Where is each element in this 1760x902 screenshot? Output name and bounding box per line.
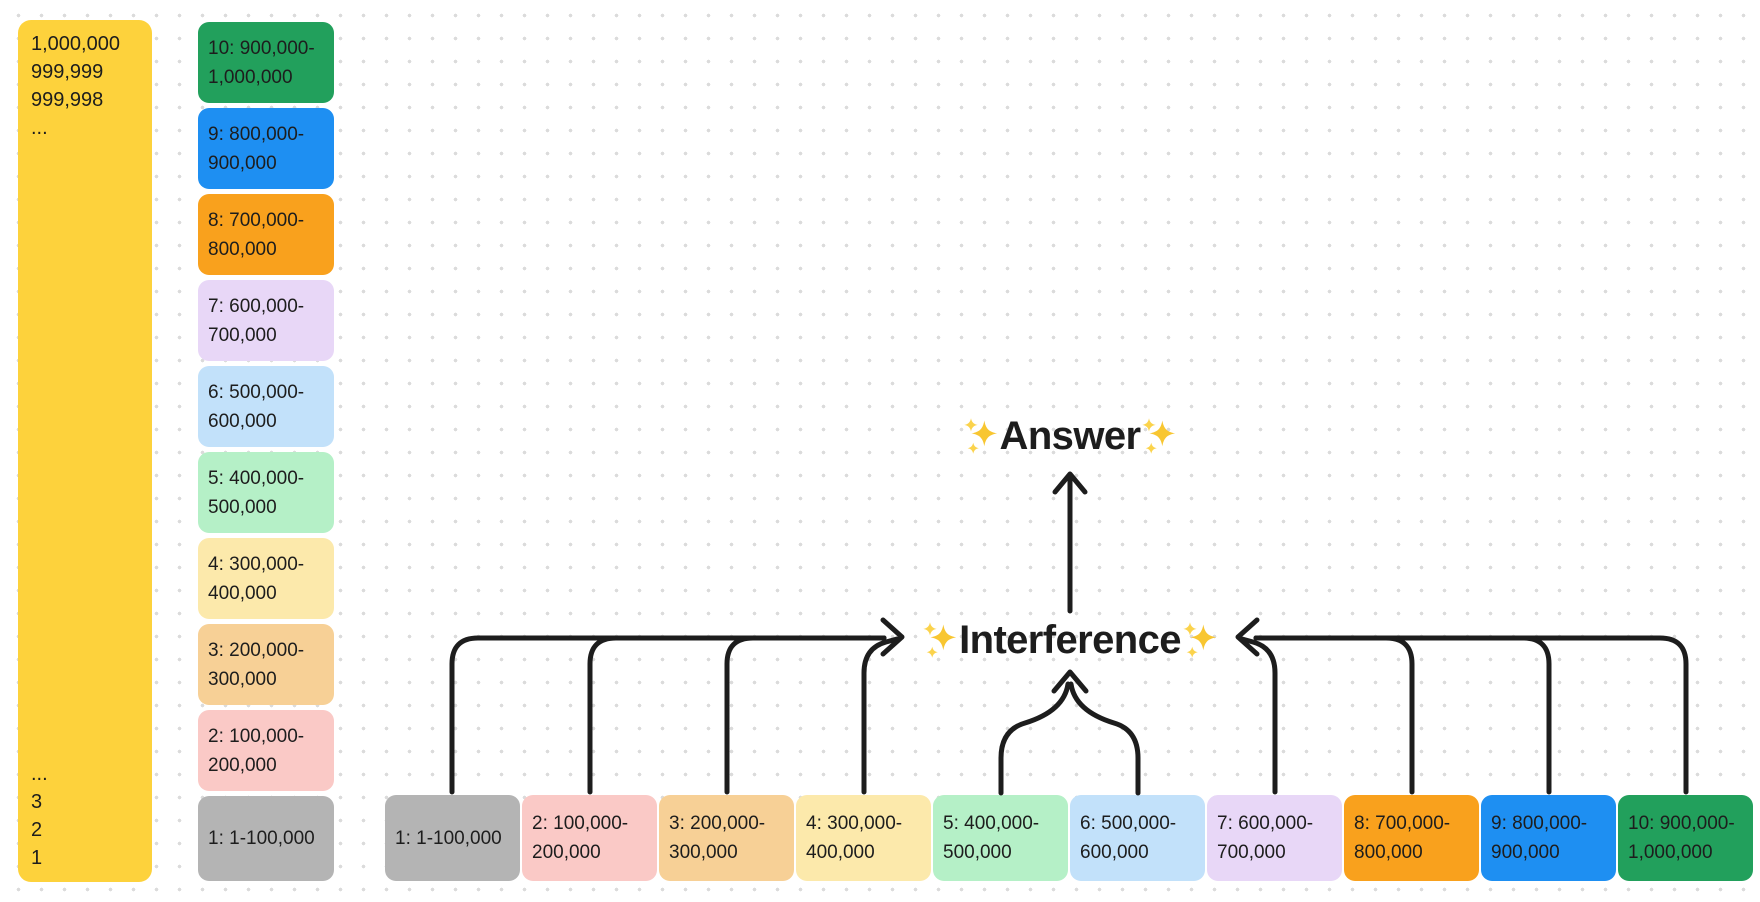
row-bucket-2[interactable]: 2: 100,000-200,000 [522, 795, 657, 881]
row-bucket-9[interactable]: 9: 800,000-900,000 [1481, 795, 1616, 881]
bucket-label: 2: 100,000-200,000 [208, 725, 305, 776]
bucket-label: 3: 200,000-300,000 [208, 639, 305, 690]
interference-text: Interference [959, 617, 1181, 662]
bucket-label: 1: 1-100,000 [208, 828, 315, 849]
stack-bucket-10[interactable]: 10: 900,000-1,000,000 [198, 22, 334, 103]
interference-label[interactable]: Interference [880, 609, 1260, 671]
number-line-bottom-values: ... 3 2 1 [31, 760, 139, 872]
arrowhead-up-icon [1051, 669, 1089, 694]
bucket-label: 9: 800,000-900,000 [1491, 813, 1588, 863]
row-bucket-8[interactable]: 8: 700,000-800,000 [1344, 795, 1479, 881]
bucket-label: 6: 500,000-600,000 [208, 381, 305, 432]
row-bucket-5[interactable]: 5: 400,000-500,000 [933, 795, 1068, 881]
stack-bucket-5[interactable]: 5: 400,000-500,000 [198, 452, 334, 533]
bucket-label: 4: 300,000-400,000 [208, 553, 305, 604]
number-line-top-values: 1,000,000 999,999 999,998 ... [31, 30, 139, 142]
bucket-label: 3: 200,000-300,000 [669, 813, 766, 863]
bucket-label: 8: 700,000-800,000 [1354, 813, 1451, 863]
bucket-label: 5: 400,000-500,000 [943, 813, 1040, 863]
arrow-buckets-5-6-to-interference[interactable] [998, 669, 1141, 796]
row-bucket-10[interactable]: 10: 900,000-1,000,000 [1618, 795, 1753, 881]
number-line-value: 3 [31, 791, 43, 813]
bucket-label: 5: 400,000-500,000 [208, 467, 305, 518]
sparkles-icon [1183, 622, 1217, 658]
stack-bucket-8[interactable]: 8: 700,000-800,000 [198, 194, 334, 275]
arrow-buckets-1-4-to-interference[interactable] [449, 617, 905, 795]
bucket-label: 7: 600,000-700,000 [208, 295, 305, 346]
number-line-value: 1 [31, 847, 43, 869]
row-bucket-4[interactable]: 4: 300,000-400,000 [796, 795, 931, 881]
stack-bucket-9[interactable]: 9: 800,000-900,000 [198, 108, 334, 189]
number-line-rect[interactable]: 1,000,000 999,999 999,998 ... ... 3 2 1 [18, 20, 152, 882]
arrow-buckets-7-10-to-interference[interactable] [1235, 617, 1689, 795]
stack-bucket-7[interactable]: 7: 600,000-700,000 [198, 280, 334, 361]
stack-bucket-3[interactable]: 3: 200,000-300,000 [198, 624, 334, 705]
stack-bucket-2[interactable]: 2: 100,000-200,000 [198, 710, 334, 791]
arrow-interference-to-answer[interactable] [1052, 471, 1088, 614]
sparkles-icon [963, 418, 997, 454]
number-line-ellipsis: ... [31, 117, 48, 139]
bucket-label: 1: 1-100,000 [395, 827, 502, 849]
number-line-value: 2 [31, 819, 43, 841]
stack-bucket-6[interactable]: 6: 500,000-600,000 [198, 366, 334, 447]
number-line-ellipsis: ... [31, 763, 48, 785]
bucket-label: 9: 800,000-900,000 [208, 123, 305, 174]
bucket-label: 7: 600,000-700,000 [1217, 813, 1314, 863]
answer-label[interactable]: Answer [880, 405, 1260, 467]
row-bucket-1[interactable]: 1: 1-100,000 [385, 795, 520, 881]
number-line-value: 1,000,000 [31, 33, 120, 55]
stack-bucket-1[interactable]: 1: 1-100,000 [198, 796, 334, 881]
number-line-value: 999,998 [31, 89, 104, 111]
sparkles-icon [923, 622, 957, 658]
number-line-value: 999,999 [31, 61, 104, 83]
arrowhead-up-icon [1052, 471, 1088, 495]
sparkles-icon [1142, 418, 1176, 454]
row-bucket-3[interactable]: 3: 200,000-300,000 [659, 795, 794, 881]
bucket-label: 4: 300,000-400,000 [806, 813, 903, 863]
answer-text: Answer [999, 413, 1142, 458]
bucket-label: 10: 900,000-1,000,000 [208, 37, 315, 88]
bucket-label: 8: 700,000-800,000 [208, 209, 305, 260]
bucket-label: 6: 500,000-600,000 [1080, 813, 1177, 863]
row-bucket-6[interactable]: 6: 500,000-600,000 [1070, 795, 1205, 881]
bucket-label: 10: 900,000-1,000,000 [1628, 813, 1735, 863]
stack-bucket-4[interactable]: 4: 300,000-400,000 [198, 538, 334, 619]
bucket-label: 2: 100,000-200,000 [532, 813, 629, 863]
row-bucket-7[interactable]: 7: 600,000-700,000 [1207, 795, 1342, 881]
